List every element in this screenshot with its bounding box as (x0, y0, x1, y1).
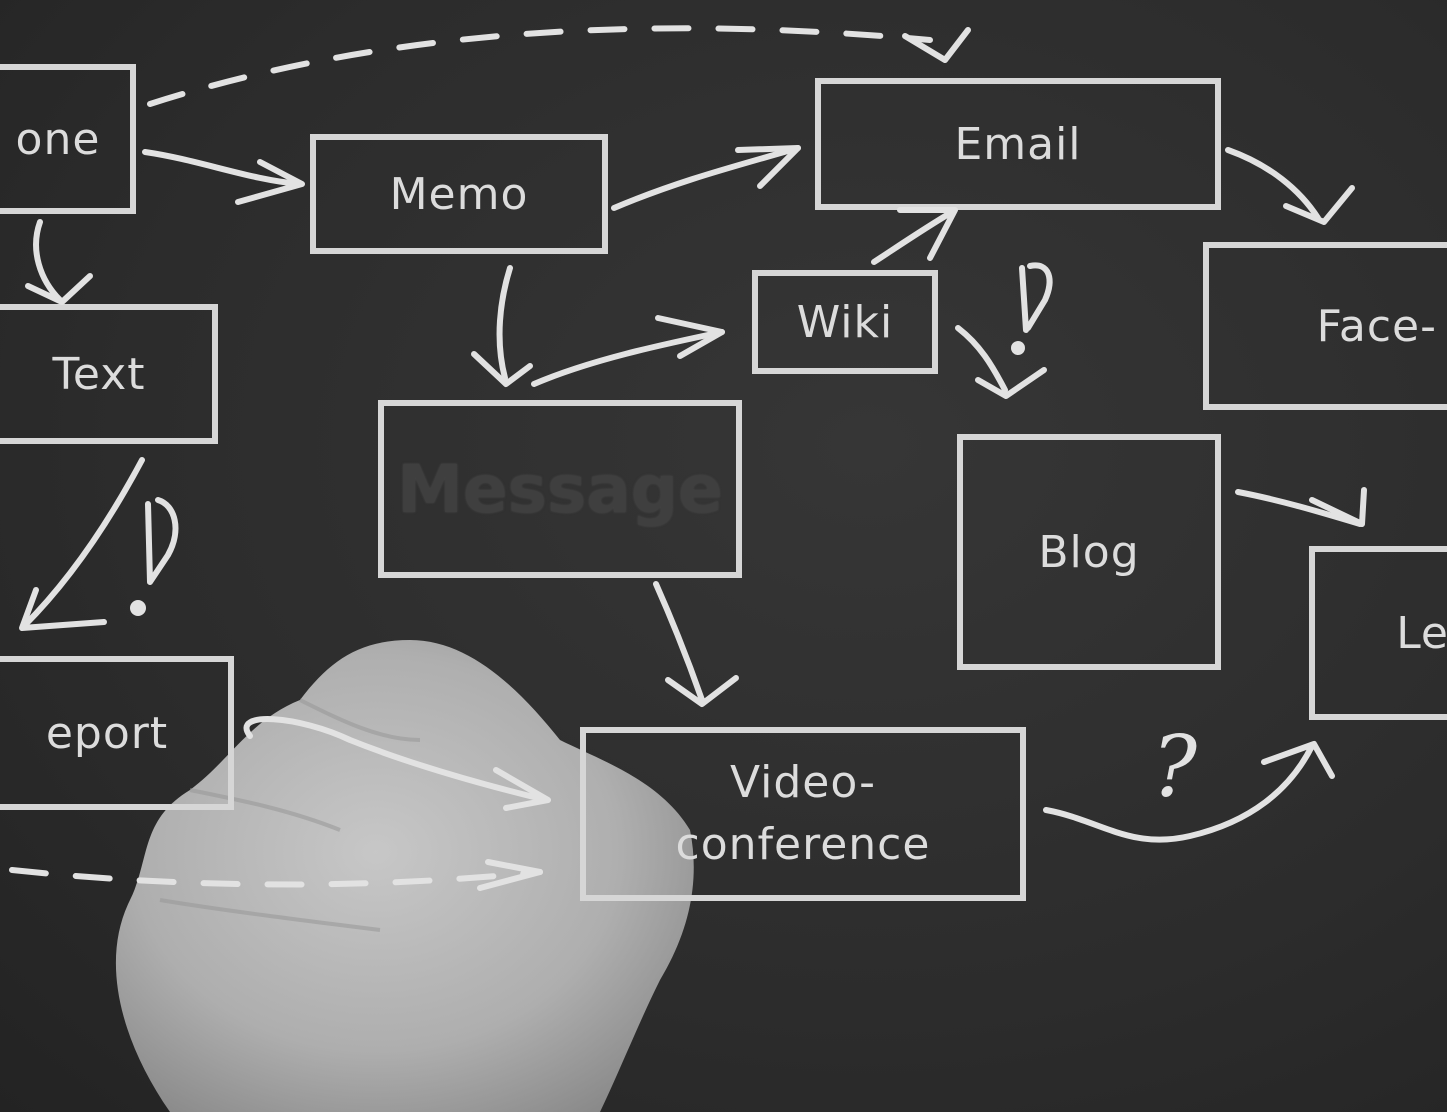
arrow-wiki-blog (955, 325, 1008, 393)
exclaim-dot-right (1011, 341, 1025, 355)
arrowhead-phone-text (25, 273, 93, 305)
facebook-label: Face- (1316, 300, 1437, 352)
arrow-phone-text (33, 219, 63, 303)
text-label: Text (52, 348, 146, 400)
email-label: Email (954, 118, 1082, 170)
arrow-message-wiki (531, 329, 725, 387)
arrowhead-memo-message (471, 351, 533, 387)
exclaim-mark-right (1019, 262, 1053, 333)
blog-label: Blog (1038, 526, 1140, 578)
report-label: eport (45, 707, 169, 759)
wiki-label: Wiki (796, 296, 894, 348)
dashed-arrow-phone-email (147, 25, 933, 107)
arrow-phone-memo (142, 149, 303, 187)
exclaim-mark-left (145, 497, 179, 585)
phone-label: one (15, 113, 101, 165)
arrow-wiki-email (871, 209, 955, 265)
arrowhead-message-wiki (655, 315, 725, 359)
arrow-memo-email (611, 145, 801, 211)
arrow-text-report (21, 457, 145, 629)
report-box: eport (0, 656, 234, 810)
arrow-memo-message (496, 265, 513, 381)
facebook-box: Face- (1203, 242, 1447, 410)
message-box: Message (378, 400, 742, 578)
memo-box: Memo (310, 134, 608, 254)
arrow-blog-learning (1235, 489, 1363, 527)
videoconference-box: Video- conference (580, 727, 1026, 901)
arrow-email-facebook (1225, 147, 1321, 221)
video-label-line2: conference (675, 819, 931, 870)
arrowhead-text-report (19, 587, 107, 631)
arrowhead-phone-memo (235, 159, 305, 205)
blog-box: Blog (957, 434, 1221, 670)
dashed-arrow-report-video (9, 867, 543, 888)
arrowhead-email-facebook (1283, 185, 1355, 225)
arrow-report-video (243, 716, 549, 803)
learning-label: Le (1396, 607, 1447, 659)
arrowhead-blog-learning (1309, 487, 1367, 527)
arrowhead-phone-email (902, 27, 971, 63)
question-mark: ? (1152, 718, 1198, 816)
message-label: Message (397, 450, 723, 528)
email-box: Email (815, 78, 1221, 210)
arrowhead-wiki-blog (975, 367, 1047, 399)
arrow-message-video (653, 581, 705, 703)
exclaim-dot-left (130, 600, 146, 616)
arrowhead-report-video (493, 767, 551, 811)
phone-box: one (0, 64, 136, 214)
text-box: Text (0, 304, 218, 444)
arrow-video-learning (1043, 743, 1315, 843)
memo-label: Memo (389, 168, 529, 220)
arrowhead-dashed-report-video (477, 859, 543, 891)
arrowhead-video-learning (1261, 741, 1335, 779)
arrowhead-memo-email (735, 145, 801, 189)
video-label-line1: Video- (730, 757, 876, 808)
hand-shape (115, 640, 694, 1112)
wiki-box: Wiki (752, 270, 938, 374)
arrowhead-message-video (665, 675, 739, 707)
learning-box: Le (1309, 546, 1447, 720)
arrowhead-wiki-email (897, 207, 958, 261)
